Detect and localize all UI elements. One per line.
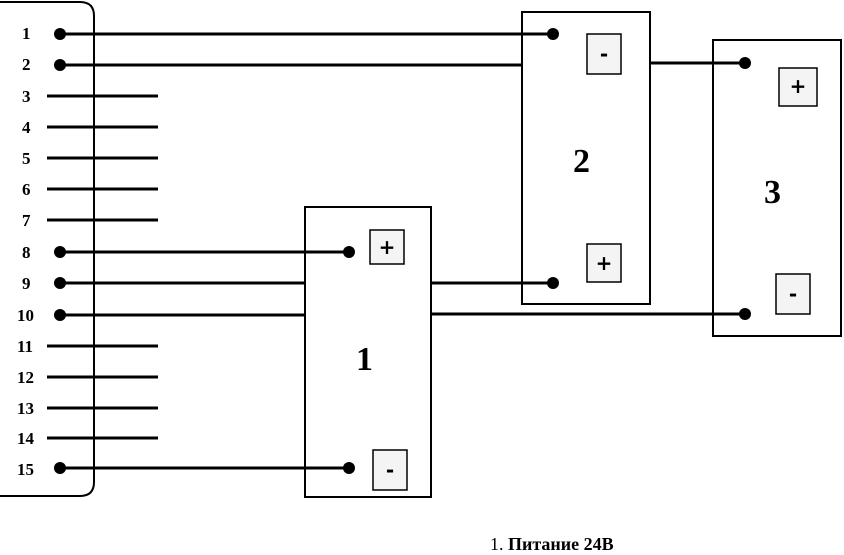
pin-label-14: 14 — [17, 429, 35, 448]
pin-label-7: 7 — [22, 211, 31, 230]
pin-label-3: 3 — [22, 87, 31, 106]
connector-pin-labels: 1 2 3 4 5 6 7 8 9 10 11 12 13 14 15 — [17, 24, 35, 479]
block-3-minus-terminal: - — [775, 273, 811, 315]
plus-sign: + — [790, 74, 807, 98]
pin-label-10: 10 — [17, 306, 34, 325]
pin-label-6: 6 — [22, 180, 31, 199]
dot-pin-10 — [54, 309, 66, 321]
pin-label-4: 4 — [22, 118, 31, 137]
minus-sign: - — [600, 42, 608, 66]
block-1-minus-terminal: - — [372, 449, 408, 491]
pin-label-5: 5 — [22, 149, 31, 168]
wires — [60, 32, 745, 470]
block-3-plus-terminal: + — [778, 67, 818, 107]
pin-label-15: 15 — [17, 460, 34, 479]
wire-end-dots — [54, 28, 751, 474]
block-2-body — [521, 11, 651, 305]
pin-label-11: 11 — [17, 337, 33, 356]
block-2-label: 2 — [573, 143, 590, 180]
plus-sign: + — [379, 235, 396, 259]
dot-block3-minus — [739, 308, 751, 320]
dot-block1-plus — [343, 246, 355, 258]
dot-pin-9 — [54, 277, 66, 289]
dot-pin-8 — [54, 246, 66, 258]
caption-number: 1. — [490, 534, 504, 554]
block-1-plus-terminal: + — [369, 229, 405, 265]
pin-label-8: 8 — [22, 243, 31, 262]
minus-sign: - — [386, 458, 394, 482]
dot-block1-minus — [343, 462, 355, 474]
pin-label-1: 1 — [22, 24, 31, 43]
pin-label-9: 9 — [22, 274, 31, 293]
dot-block3-plus — [739, 57, 751, 69]
block-2-minus-terminal: - — [586, 33, 622, 75]
minus-sign: - — [789, 282, 797, 306]
caption-text: Питание 24В — [508, 534, 614, 554]
diagram-caption: 1. Питание 24В — [490, 534, 614, 555]
pin-label-13: 13 — [17, 399, 34, 418]
plus-sign: + — [596, 251, 613, 275]
dot-block2-plus — [547, 277, 559, 289]
dot-pin-1 — [54, 28, 66, 40]
unused-pin-stubs — [47, 94, 158, 440]
connector-body — [0, 1, 95, 497]
pin-label-12: 12 — [17, 368, 34, 387]
dot-pin-15 — [54, 462, 66, 474]
block-1-body — [304, 206, 432, 498]
dot-block2-minus — [547, 28, 559, 40]
pin-label-2: 2 — [22, 55, 31, 74]
block-1-label: 1 — [356, 341, 373, 378]
block-3-label: 3 — [764, 174, 781, 211]
dot-pin-2 — [54, 59, 66, 71]
block-2-plus-terminal: + — [586, 243, 622, 283]
